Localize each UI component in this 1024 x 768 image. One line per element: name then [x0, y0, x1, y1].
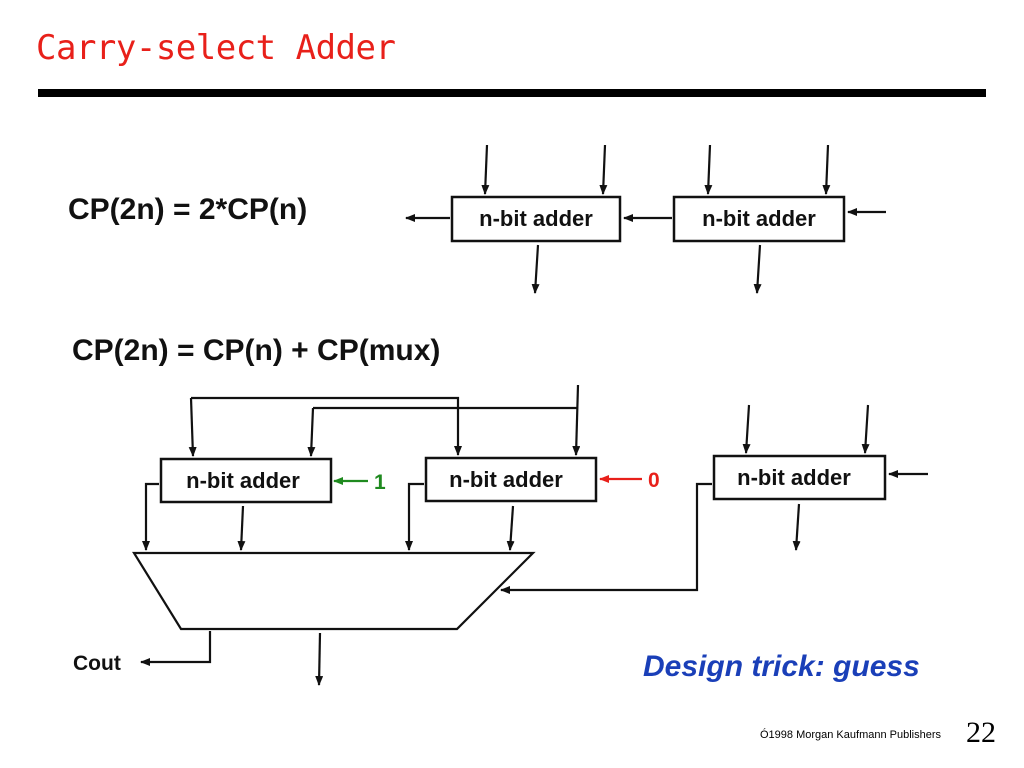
- adder-label: n-bit adder: [737, 465, 851, 490]
- page-number: 22: [966, 716, 996, 749]
- title-underline: [38, 89, 986, 97]
- guess-1-label: 1: [374, 471, 386, 494]
- adder-label: n-bit adder: [449, 467, 563, 492]
- mux: [132, 551, 536, 631]
- top-adder-left: n-bit adder: [450, 195, 622, 243]
- guess-0-label: 0: [648, 469, 660, 492]
- equation-carry-select: CP(2n) = CP(n) + CP(mux): [72, 334, 440, 367]
- cout-label: Cout: [73, 652, 121, 675]
- equation-ripple: CP(2n) = 2*CP(n): [68, 193, 307, 226]
- adder-label: n-bit adder: [186, 468, 300, 493]
- slide-title: Carry-select Adder: [36, 28, 396, 68]
- design-trick-text: Design trick: guess: [643, 650, 920, 683]
- top-wires: [405, 144, 886, 294]
- top-adder-right: n-bit adder: [672, 195, 846, 243]
- lower-adder: n-bit adder: [712, 454, 887, 501]
- bottom-wires: [140, 384, 928, 686]
- select-adder-guess-1: n-bit adder: [159, 457, 333, 504]
- select-adder-guess-0: n-bit adder: [424, 456, 598, 503]
- adder-label: n-bit adder: [479, 206, 593, 231]
- adder-label: n-bit adder: [702, 206, 816, 231]
- copyright-footer: Ó1998 Morgan Kaufmann Publishers: [760, 729, 941, 741]
